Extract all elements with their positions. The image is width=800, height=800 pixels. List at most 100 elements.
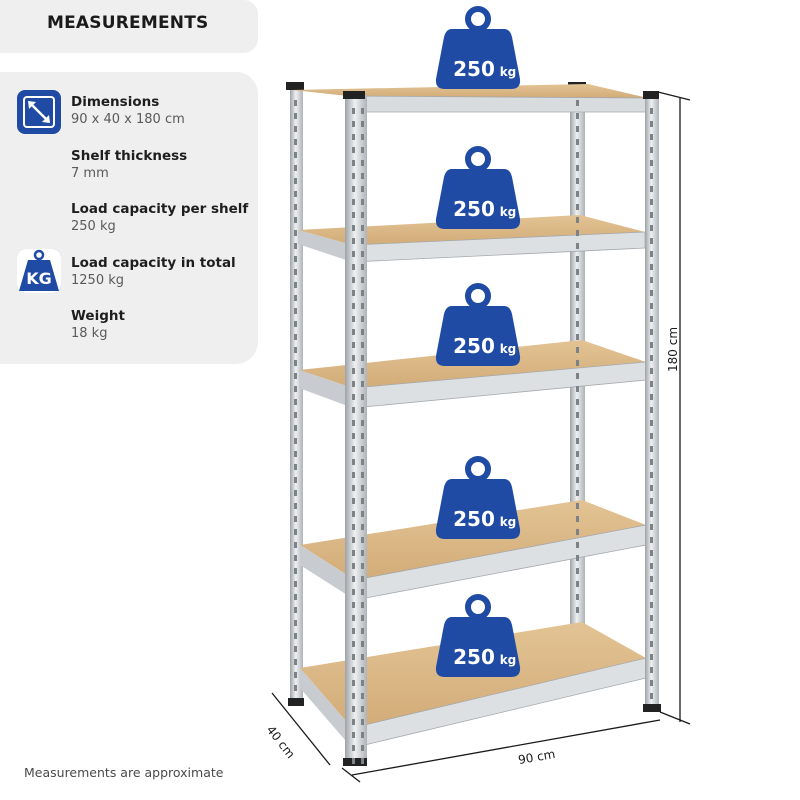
spec-value: 18 kg	[71, 326, 108, 341]
slot-hole	[650, 329, 653, 335]
slot-hole	[352, 576, 355, 582]
slot-hole	[352, 147, 355, 153]
slot-hole	[361, 238, 364, 244]
slot-hole	[576, 477, 579, 483]
slot-hole	[352, 303, 355, 309]
slot-hole	[361, 394, 364, 400]
shelf-1	[292, 84, 649, 113]
slot-hole	[576, 113, 579, 119]
slot-hole	[294, 217, 297, 223]
slot-hole	[352, 134, 355, 140]
slot-hole	[361, 134, 364, 140]
width-dimension-line	[351, 719, 661, 776]
slot-hole	[294, 308, 297, 314]
slot-hole	[361, 667, 364, 673]
badge-weight-unit: kg	[500, 342, 517, 356]
slot-hole	[361, 121, 364, 127]
slot-hole	[650, 277, 653, 283]
badge-weight-number: 250	[453, 57, 495, 81]
slot-hole	[352, 537, 355, 543]
resize-arrows-icon	[17, 90, 61, 134]
slot-hole	[361, 147, 364, 153]
slot-hole	[294, 230, 297, 236]
slot-hole	[576, 321, 579, 327]
slot-hole	[352, 446, 355, 452]
slot-hole	[361, 108, 364, 114]
height-dimension-label: 180 cm	[666, 326, 680, 372]
slot-hole	[294, 438, 297, 444]
slot-hole	[294, 178, 297, 184]
slot-hole	[294, 464, 297, 470]
slot-hole	[352, 589, 355, 595]
slot-hole	[650, 225, 653, 231]
slot-hole	[294, 555, 297, 561]
slot-hole	[576, 503, 579, 509]
slot-hole	[361, 719, 364, 725]
header-panel	[0, 0, 258, 53]
slot-hole	[576, 191, 579, 197]
slot-hole	[576, 360, 579, 366]
slot-hole	[361, 511, 364, 517]
slot-hole	[352, 602, 355, 608]
spec-label: Dimensions	[71, 94, 160, 110]
slot-hole	[352, 485, 355, 491]
slot-hole	[352, 615, 355, 621]
slot-hole	[576, 412, 579, 418]
slot-hole	[294, 490, 297, 496]
spec-value: 7 mm	[71, 166, 109, 181]
slot-hole	[352, 329, 355, 335]
slot-hole	[294, 360, 297, 366]
spec-shelf-thickness: Shelf thickness 7 mm	[71, 148, 187, 182]
shelf-2	[298, 215, 646, 263]
slot-hole	[361, 485, 364, 491]
slot-hole	[361, 420, 364, 426]
slot-hole	[361, 264, 364, 270]
slot-hole	[576, 555, 579, 561]
slot-hole	[352, 706, 355, 712]
slot-hole	[352, 628, 355, 634]
slot-hole	[361, 589, 364, 595]
slot-hole	[650, 433, 653, 439]
slot-hole	[576, 581, 579, 587]
slot-hole	[650, 251, 653, 257]
slot-hole	[650, 563, 653, 569]
slot-hole	[352, 407, 355, 413]
slot-hole	[576, 438, 579, 444]
slot-hole	[576, 386, 579, 392]
slot-hole	[294, 412, 297, 418]
slot-hole	[352, 719, 355, 725]
slot-hole	[294, 191, 297, 197]
slot-hole	[294, 451, 297, 457]
slot-hole	[294, 256, 297, 262]
slot-hole	[576, 334, 579, 340]
slot-hole	[352, 121, 355, 127]
spec-load-total: Load capacity in total 1250 kg	[71, 255, 236, 289]
slot-hole	[294, 633, 297, 639]
slot-hole	[294, 334, 297, 340]
spec-dimensions: Dimensions 90 x 40 x 180 cm	[71, 94, 185, 128]
slot-hole	[650, 537, 653, 543]
slot-hole	[352, 264, 355, 270]
slot-hole	[361, 602, 364, 608]
slot-hole	[576, 204, 579, 210]
slot-hole	[361, 446, 364, 452]
upright-cap	[643, 91, 659, 99]
slot-hole	[352, 355, 355, 361]
slot-hole	[294, 607, 297, 613]
badge-weight-unit: kg	[500, 65, 517, 79]
slot-hole	[576, 516, 579, 522]
slot-hole	[650, 303, 653, 309]
slot-hole	[650, 264, 653, 270]
spec-label: Shelf thickness	[71, 148, 188, 164]
slot-hole	[294, 529, 297, 535]
slot-hole	[361, 628, 364, 634]
slot-hole	[650, 147, 653, 153]
slot-hole	[576, 529, 579, 535]
slot-hole	[352, 433, 355, 439]
slot-hole	[294, 243, 297, 249]
slot-hole	[352, 225, 355, 231]
slot-hole	[294, 685, 297, 691]
badge-weight-unit: kg	[500, 653, 517, 667]
